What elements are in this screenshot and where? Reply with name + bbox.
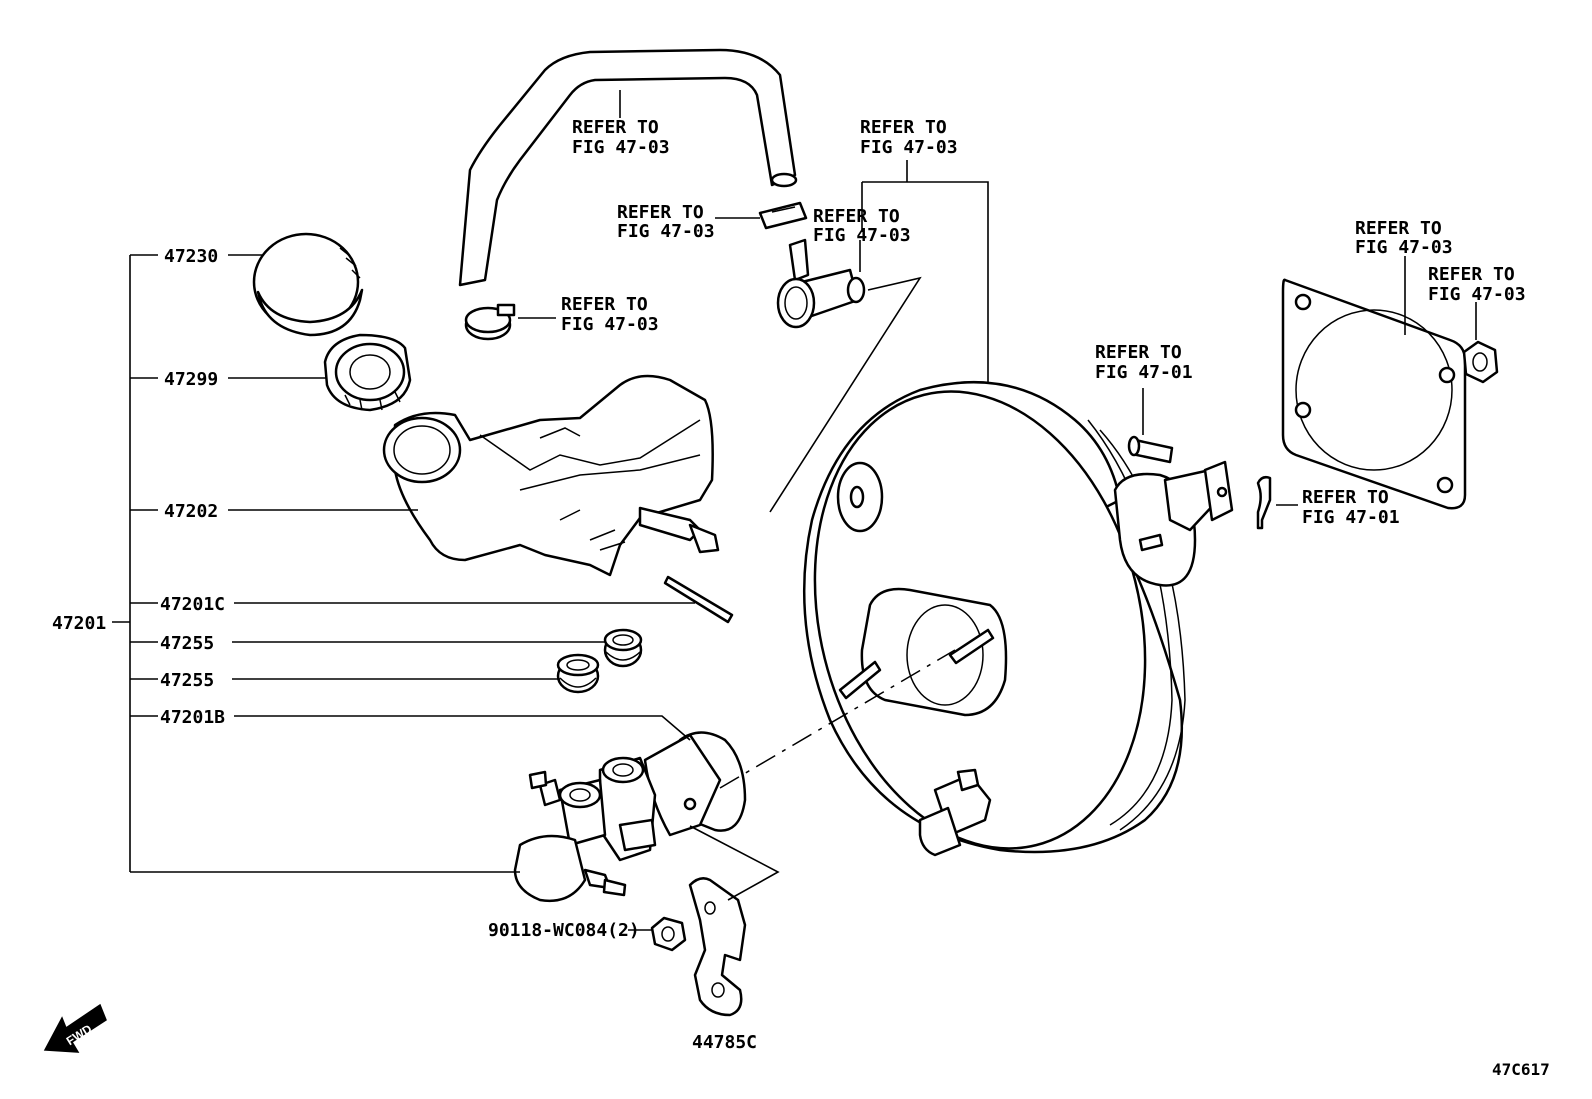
- refer-pin-line1: REFER TO: [1095, 342, 1182, 363]
- refer-nut-line1: REFER TO: [1428, 264, 1515, 285]
- refer-clamp-line2: FIG 47-03: [561, 314, 659, 335]
- assembly-bracket-lines: [112, 254, 520, 873]
- grommet-lower: [556, 653, 600, 694]
- retaining-clip: [1256, 475, 1272, 530]
- check-valve-clip: [758, 201, 808, 230]
- brake-booster: [802, 380, 1234, 857]
- check-valve: [776, 238, 866, 329]
- refer-pin-line2: FIG 47-01: [1095, 362, 1193, 383]
- refer-retainer-line2: FIG 47-01: [1302, 507, 1400, 528]
- reservoir-pin: [663, 575, 734, 624]
- refer-hose-line2: FIG 47-03: [572, 137, 670, 158]
- vacuum-hose: [458, 48, 798, 287]
- label-47230: 47230: [164, 246, 218, 267]
- refer-booster-line2: FIG 47-03: [860, 137, 958, 158]
- reservoir-strainer: [323, 333, 412, 412]
- refer-valve-line2: FIG 47-03: [813, 225, 911, 246]
- refer-hose-line1: REFER TO: [572, 117, 659, 138]
- label-47255-lower: 47255: [160, 670, 214, 691]
- label-44785c: 44785C: [692, 1032, 757, 1053]
- flange-nut: [1462, 340, 1499, 384]
- master-cylinder-body: [513, 731, 747, 903]
- bracket: [688, 877, 747, 1017]
- refer-clip-line1: REFER TO: [617, 202, 704, 223]
- refer-clamp-line1: REFER TO: [561, 294, 648, 315]
- booster-gasket: [1281, 278, 1467, 510]
- label-47201c: 47201C: [160, 594, 225, 615]
- figure-code: 47C617: [1492, 1060, 1550, 1079]
- refer-nut-line2: FIG 47-03: [1428, 284, 1526, 305]
- refer-booster-line1: REFER TO: [860, 117, 947, 138]
- fwd-arrow-icon: FWD: [43, 1003, 107, 1053]
- reservoir-cap: [252, 232, 364, 337]
- mounting-nut: [650, 916, 687, 952]
- refer-valve-line1: REFER TO: [813, 206, 900, 227]
- hose-clamp: [464, 303, 516, 341]
- refer-retainer-line1: REFER TO: [1302, 487, 1389, 508]
- clevis-pin: [1127, 435, 1174, 464]
- refer-gasket-line1: REFER TO: [1355, 218, 1442, 239]
- grommet-upper: [603, 628, 643, 668]
- label-47201b: 47201B: [160, 707, 225, 728]
- label-47201: 47201: [52, 613, 106, 634]
- label-90118-wc084: 90118-WC084(2): [488, 920, 640, 941]
- label-47202: 47202: [164, 501, 218, 522]
- refer-gasket-line2: FIG 47-03: [1355, 237, 1453, 258]
- label-47255-upper: 47255: [160, 633, 214, 654]
- brake-fluid-reservoir: [382, 374, 720, 577]
- label-47299: 47299: [164, 369, 218, 390]
- refer-clip-line2: FIG 47-03: [617, 221, 715, 242]
